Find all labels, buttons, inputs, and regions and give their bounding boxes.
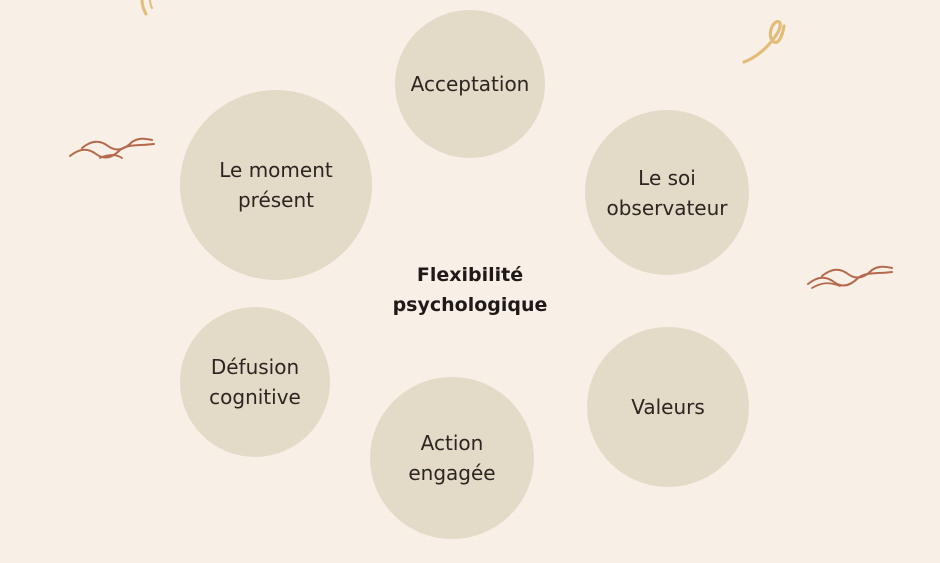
process-label: Action engagée bbox=[408, 431, 496, 485]
loop-swirl-icon bbox=[742, 19, 786, 64]
process-node-values: Valeurs bbox=[587, 327, 749, 487]
process-node-acceptation: Acceptation bbox=[395, 10, 545, 158]
process-label: Le moment présent bbox=[219, 158, 333, 212]
process-node-present-moment: Le moment présent bbox=[180, 90, 372, 280]
center-concept-label: Flexibilité psychologique bbox=[392, 264, 548, 316]
wave-squiggle-icon bbox=[69, 137, 155, 159]
process-node-committed-action: Action engagée bbox=[370, 377, 534, 539]
process-node-observing-self: Le soi observateur bbox=[585, 110, 749, 275]
process-label: Valeurs bbox=[631, 395, 705, 419]
wave-squiggle-icon bbox=[807, 265, 893, 289]
brush-stroke-icon bbox=[140, 0, 153, 16]
process-node-cognitive-defusion: Défusion cognitive bbox=[180, 307, 330, 457]
process-label: Le soi observateur bbox=[606, 165, 728, 220]
process-label: Défusion cognitive bbox=[209, 355, 301, 409]
process-label: Acceptation bbox=[410, 72, 530, 96]
